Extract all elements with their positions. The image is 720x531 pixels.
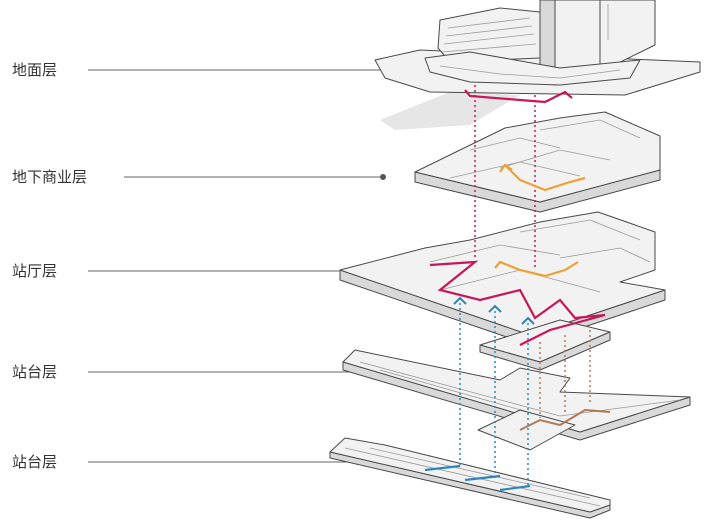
canopy-detail: [439, 65, 621, 79]
platform-lower-track-2: [369, 447, 591, 499]
vertical-connections: [459, 85, 591, 486]
route-orange-commercial-arrow: [499, 163, 513, 173]
concourse-partition-1: [429, 244, 561, 263]
concourse-partition-2: [519, 219, 641, 241]
layer-label-platform-upper: 站台层: [12, 363, 57, 381]
concourse-slab: [339, 211, 666, 336]
layer-label-concourse: 站厅层: [12, 262, 57, 280]
commercial-partition-4: [449, 161, 581, 179]
layer-label-group-concourse: 站厅层: [12, 262, 385, 280]
podium-rib-2: [445, 25, 533, 37]
route-blue-platform-lower-2: [464, 474, 501, 482]
route-blue-platform-lower-3: [499, 484, 531, 492]
route-magenta-ground: [464, 89, 573, 104]
podium-canopy: [424, 51, 641, 86]
route-blue-concourse-arrow-2: [488, 304, 502, 313]
concourse-partition-4: [559, 247, 651, 263]
commercial-partition-3: [539, 119, 641, 139]
commercial-level-layer: [414, 111, 661, 213]
podium-rib-1: [447, 17, 531, 29]
concourse-level-layer: [339, 211, 666, 371]
route-orange-concourse: [494, 260, 579, 278]
layer-label-ground: 地面层: [12, 61, 57, 79]
layer-label-group-ground: 地面层: [12, 61, 387, 79]
ground-shadow: [380, 92, 520, 130]
route-blue-concourse-arrow-3: [521, 316, 535, 325]
platform-upper-track-1: [359, 361, 681, 417]
layer-label-commercial: 地下商业层: [12, 168, 87, 186]
podium-rib-4: [441, 43, 537, 53]
commercial-partition-1: [469, 137, 561, 151]
platform-upper-branch: [477, 409, 576, 451]
layer-label-group-commercial: 地下商业层: [12, 168, 386, 186]
layer-label-group-platform-upper: 站台层: [12, 363, 385, 381]
platform-lower-layer: [329, 437, 611, 519]
route-blue-platform-lower-1: [424, 464, 461, 472]
podium-roof: [437, 7, 541, 63]
podium-rib-3: [443, 33, 535, 45]
tower-shaft-rear: [599, 0, 656, 73]
layer-label-platform-lower: 站台层: [12, 453, 57, 471]
platform-upper-layer: [342, 349, 691, 451]
circulation-routes: [424, 89, 611, 492]
route-blue-concourse-arrow-1: [453, 296, 467, 305]
route-brown-platform: [519, 408, 611, 431]
route-orange-commercial: [504, 164, 586, 192]
platform-lower-track-1: [344, 447, 601, 507]
route-magenta-concourse: [429, 260, 606, 346]
ground-level-layer: [374, 0, 701, 130]
leader-dot-commercial: [380, 174, 386, 180]
platform-lower-slab: [329, 437, 611, 513]
